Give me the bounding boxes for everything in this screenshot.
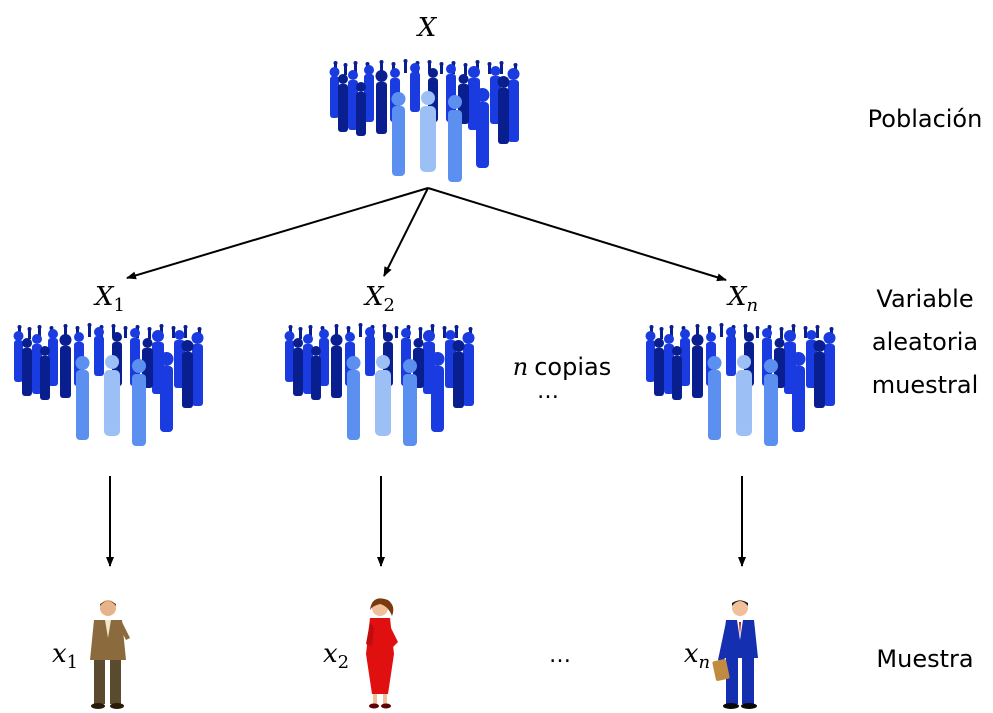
- variable-label-line1: Variable: [876, 285, 973, 313]
- person-woman-red-dress-icon: [366, 598, 398, 709]
- population-variable: X: [416, 13, 438, 43]
- sample-crowd-2: [284, 323, 475, 446]
- observation-1: x1: [52, 639, 78, 673]
- arrow-to-x1: [126, 187, 429, 280]
- sample-arrows: [106, 476, 746, 567]
- arrow-to-x2: [383, 187, 429, 277]
- sample-crowd-n: [645, 323, 836, 446]
- arrow-to-xn: [427, 187, 727, 282]
- sample-label: Muestra: [876, 645, 973, 673]
- population-label: Población: [868, 105, 983, 133]
- sample-variable-1: X1: [93, 282, 125, 316]
- variable-label-line3: muestral: [872, 371, 979, 399]
- observations-ellipsis: …: [549, 643, 571, 668]
- population-crowd: [329, 59, 520, 182]
- observation-n: xn: [684, 639, 710, 673]
- copies-ellipsis: …: [537, 379, 559, 404]
- observation-2: x2: [323, 639, 349, 673]
- person-man-blue-suit-icon: [712, 600, 758, 709]
- variable-label-line2: aleatoria: [872, 328, 978, 356]
- sample-variable-2: X2: [363, 282, 395, 316]
- person-man-brown-suit-icon: [90, 600, 130, 709]
- population-arrows: [126, 187, 727, 282]
- sample-variable-n: Xn: [726, 282, 758, 316]
- sample-crowd-1: [13, 323, 204, 446]
